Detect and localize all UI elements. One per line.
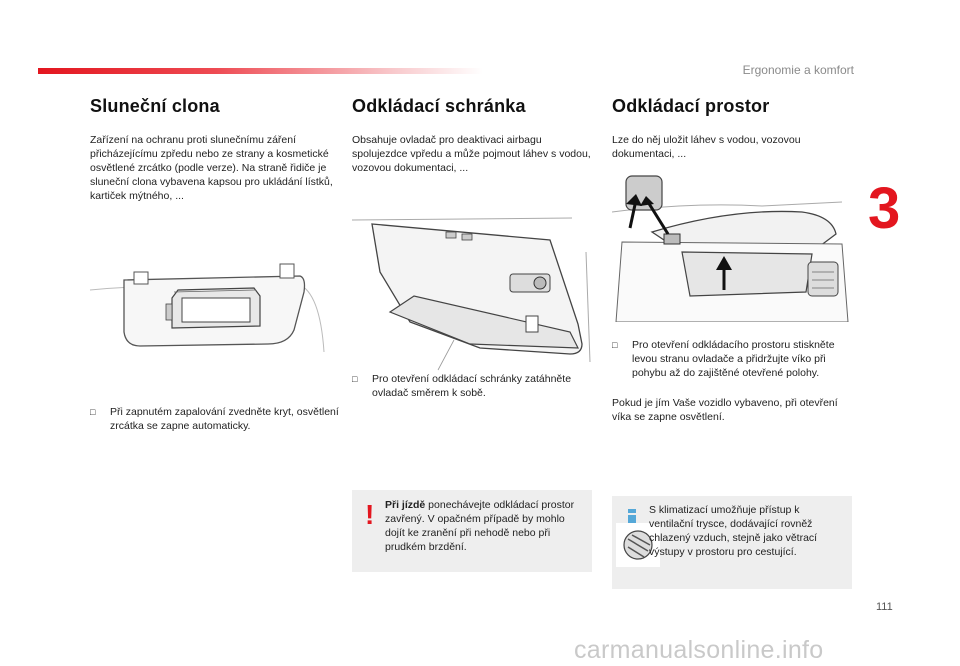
header-accent-bar [38, 68, 483, 74]
page-number: 111 [876, 601, 893, 613]
storage-illustration [612, 172, 852, 322]
info-icon [620, 505, 636, 527]
storage-bullet: □ Pro otevření odkládacího prostoru stis… [612, 339, 835, 379]
column-glovebox: Odkládací schránka Obsahuje ovladač pro … [352, 96, 592, 175]
square-bullet-icon: □ [352, 374, 358, 384]
exclamation-icon: ! [365, 499, 375, 530]
info-text: S klimatizací umožňuje přístup k ventila… [649, 504, 818, 558]
sun-visor-intro: Zařízení na ochranu proti slunečnímu zář… [90, 134, 333, 202]
storage-title: Odkládací prostor [612, 96, 770, 116]
info-box: S klimatizací umožňuje přístup k ventila… [612, 496, 852, 589]
glovebox-bullet: □ Pro otevření odkládací schránky zatáhn… [352, 373, 572, 399]
storage-intro: Lze do něj uložit láhev s vodou, vozovou… [612, 134, 801, 160]
sun-visor-bullet: □ Při zapnutém zapalování zvedněte kryt,… [90, 406, 339, 432]
square-bullet-icon: □ [90, 407, 96, 417]
warning-text: Při jízdě ponechávejte odkládací prostor… [385, 499, 575, 553]
square-bullet-icon: □ [612, 340, 618, 350]
glovebox-illustration [350, 212, 595, 372]
chapter-number: 3 [868, 176, 901, 241]
column-storage: Odkládací prostor Lze do něj uložit láhe… [612, 96, 852, 161]
glovebox-intro: Obsahuje ovladač pro deaktivaci airbagu … [352, 134, 591, 174]
section-label: Ergonomie a komfort [742, 63, 854, 77]
sun-visor-illustration [88, 262, 338, 354]
watermark: carmanualsonline.info [574, 636, 824, 664]
vent-icon [616, 523, 660, 567]
warning-box: ! Při jízdě ponechávejte odkládací prost… [352, 490, 592, 572]
glovebox-title: Odkládací schránka [352, 96, 526, 116]
sun-visor-title: Sluneční clona [90, 96, 220, 116]
column-sun-visor: Sluneční clona Zařízení na ochranu proti… [90, 96, 340, 203]
storage-note: Pokud je jím Vaše vozidlo vybaveno, při … [612, 397, 838, 423]
